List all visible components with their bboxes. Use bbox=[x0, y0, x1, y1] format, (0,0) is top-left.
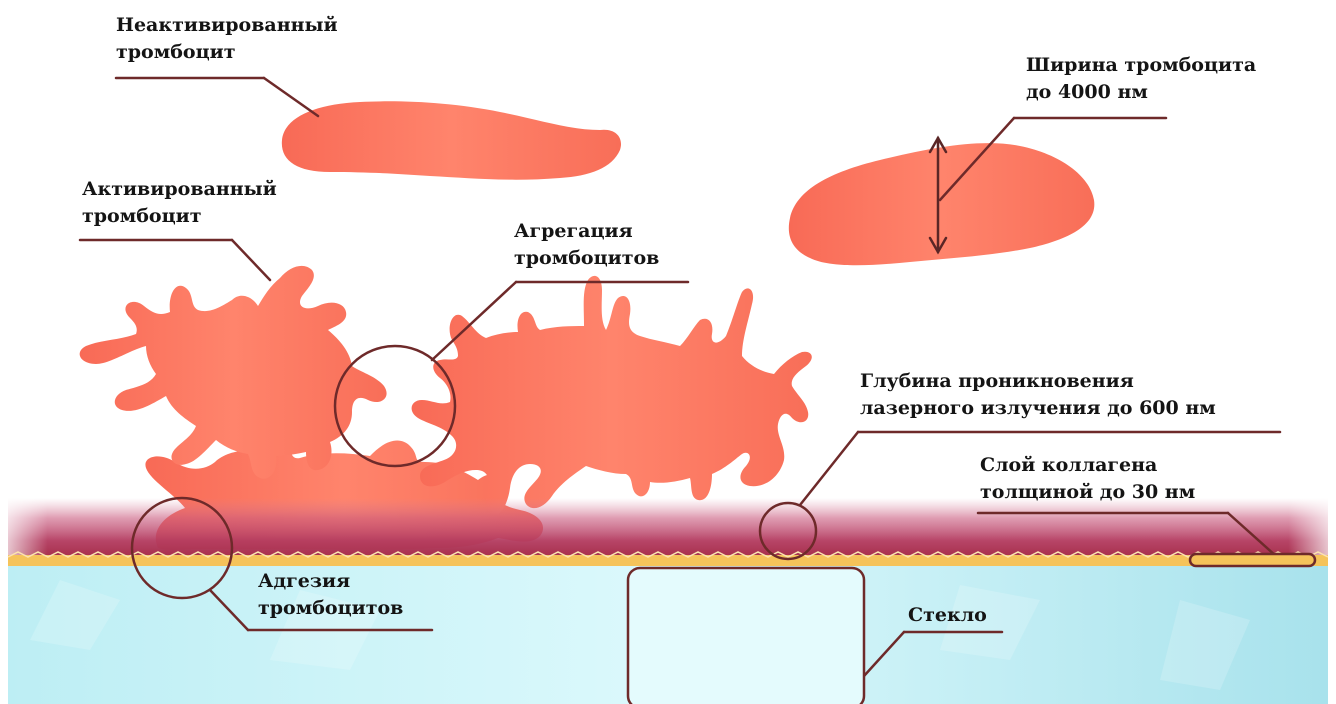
penetration-depth-label: Глубина проникновения лазерного излучени… bbox=[860, 368, 1216, 422]
glass-highlight-box bbox=[628, 568, 864, 704]
platelet-width-label: Ширина тромбоцита до 4000 нм bbox=[1026, 52, 1256, 106]
aggregation-label: Агрегация тромбоцитов bbox=[514, 218, 659, 272]
penetration-leader bbox=[800, 432, 858, 505]
activated-platelet-leader bbox=[232, 240, 270, 280]
inactive-platelet-label: Неактивированный тромбоцит bbox=[116, 12, 338, 66]
inactive-platelet-leader bbox=[264, 78, 318, 116]
collagen-highlight bbox=[1190, 554, 1315, 566]
activated-platelet-left bbox=[80, 266, 387, 479]
glass-label: Стекло bbox=[908, 602, 987, 629]
inactive-platelet bbox=[282, 101, 621, 179]
blood-layer-edge-fade bbox=[8, 498, 1328, 555]
collagen-layer-label: Слой коллагена толщиной до 30 нм bbox=[980, 452, 1195, 506]
activated-platelet-label: Активированный тромбоцит bbox=[82, 176, 277, 230]
adhesion-label: Адгезия тромбоцитов bbox=[258, 568, 403, 622]
